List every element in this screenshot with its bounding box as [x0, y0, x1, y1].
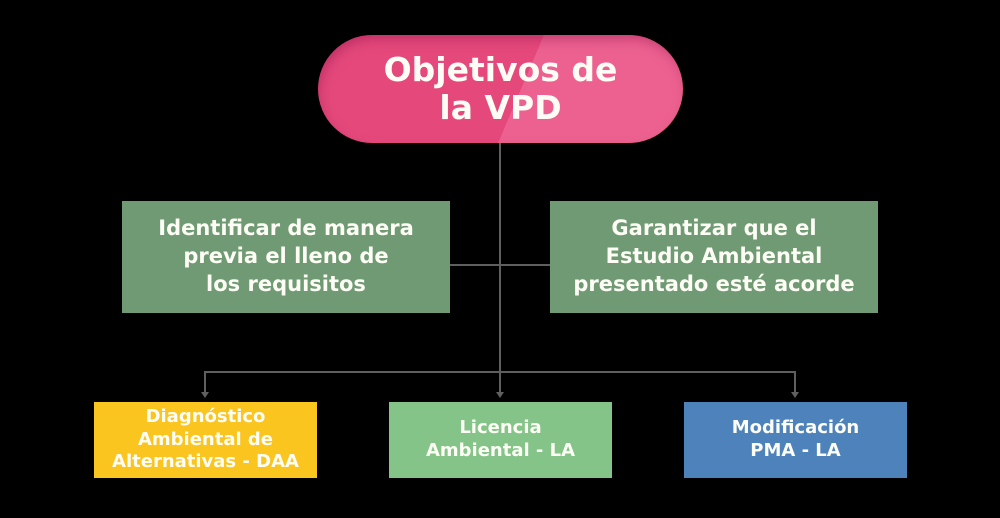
node-daa-label: Diagnóstico Ambiental de Alternativas - …	[112, 405, 299, 473]
connector-objectives-horizontal	[450, 264, 550, 266]
node-objetivos-vpd-label: Objetivos de la VPD	[383, 49, 618, 127]
connector-drop-la	[499, 371, 501, 392]
connector-drop-pma	[794, 371, 796, 392]
node-modificacion-pma: Modificación PMA - LA	[684, 402, 907, 478]
node-licencia-ambiental: Licencia Ambiental - LA	[389, 402, 612, 478]
node-objective-requisitos: Identificar de manera previa el lleno de…	[122, 201, 450, 313]
node-objetivos-vpd: Objetivos de la VPD	[318, 35, 683, 143]
node-objective-estudio-ambiental: Garantizar que el Estudio Ambiental pres…	[550, 201, 878, 313]
arrowhead-pma-icon	[791, 392, 799, 398]
node-licencia-ambiental-label: Licencia Ambiental - LA	[425, 417, 576, 461]
connector-root-vertical	[499, 142, 501, 373]
connector-drop-daa	[204, 371, 206, 392]
arrowhead-la-icon	[496, 392, 504, 398]
node-modificacion-pma-label: Modificación PMA - LA	[731, 417, 860, 461]
node-daa: Diagnóstico Ambiental de Alternativas - …	[94, 402, 317, 478]
node-objective-requisitos-label: Identificar de manera previa el lleno de…	[158, 216, 414, 296]
node-objective-estudio-ambiental-label: Garantizar que el Estudio Ambiental pres…	[573, 216, 855, 296]
arrowhead-daa-icon	[201, 392, 209, 398]
